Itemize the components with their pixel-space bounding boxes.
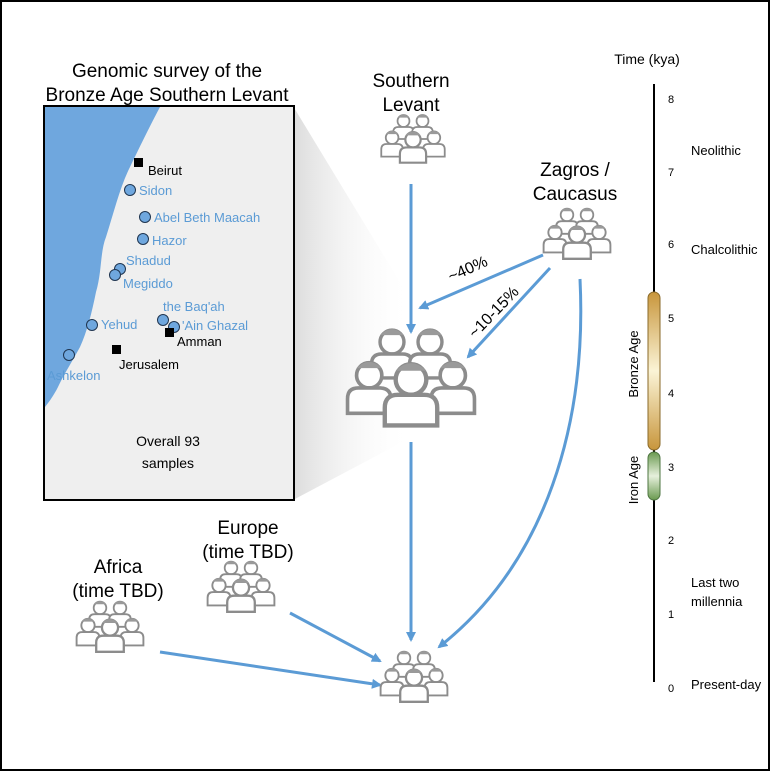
map-title-line1: Genomic survey of the <box>72 61 262 82</box>
timeline-title: Time (kya) <box>614 51 680 67</box>
zagros-people-icon <box>544 208 611 259</box>
tick-5: 5 <box>668 313 674 325</box>
site-label-hazor: Hazor <box>152 233 187 248</box>
africa-people-icon <box>77 601 144 652</box>
present-day-people-icon <box>381 651 448 702</box>
bronze-age-bar <box>647 291 661 451</box>
europe-label-line2: (time TBD) <box>202 542 293 563</box>
zagros-label-line2: Caucasus <box>533 184 618 205</box>
tick-6: 6 <box>668 239 674 251</box>
iron-age-label: Iron Age <box>626 456 641 504</box>
samples-line2: samples <box>142 455 194 471</box>
tick-1: 1 <box>668 609 674 621</box>
arrow-zagros-to-present <box>437 278 583 649</box>
period-neolithic: Neolithic <box>691 143 741 158</box>
period-chalcolithic: Chalcolithic <box>691 242 758 257</box>
europe-people-icon <box>208 561 275 612</box>
site-marker-abel-beth-maacah <box>139 211 151 223</box>
period-present-day: Present-day <box>691 677 762 692</box>
site-marker-sidon <box>124 184 136 196</box>
iron-age-bar <box>647 451 661 501</box>
period-last-two-line2: millennia <box>691 594 743 609</box>
gene-flow-arrows <box>159 184 583 689</box>
southern-levant-people-icon <box>381 115 444 163</box>
samples-line1: Overall 93 <box>136 433 200 449</box>
city-marker-amman <box>165 328 174 337</box>
tick-2: 2 <box>668 535 674 547</box>
site-label-abel-beth-maacah: Abel Beth Maacah <box>154 210 260 225</box>
site-label-shadud: Shadud <box>126 253 171 268</box>
site-label-jerusalem: Jerusalem <box>119 357 179 372</box>
period-last-two-line1: Last two <box>691 575 739 590</box>
site-label-ain-ghazal: 'Ain Ghazal <box>182 318 248 333</box>
europe-label-line1: Europe <box>217 518 278 539</box>
site-label-baqah: the Baq'ah <box>163 299 225 314</box>
map-title-line2: Bronze Age Southern Levant <box>46 85 290 106</box>
africa-label-line2: (time TBD) <box>72 581 163 602</box>
tick-0: 0 <box>668 683 674 695</box>
tick-8: 8 <box>668 94 674 106</box>
tick-3: 3 <box>668 462 674 474</box>
map-panel: Genomic survey of the Bronze Age Souther… <box>43 61 295 501</box>
timeline: Time (kya) Bronze Age Iron Age 8 7 6 5 4… <box>614 51 761 695</box>
site-marker-hazor <box>137 233 149 245</box>
southern-levant-label-line2: Levant <box>382 95 440 116</box>
zagros-label-line1: Zagros / <box>540 160 610 181</box>
site-marker-megiddo <box>109 269 121 281</box>
site-label-yehud: Yehud <box>101 317 137 332</box>
site-label-ashkelon: Ashkelon <box>47 368 100 383</box>
zoom-cone <box>293 106 412 500</box>
site-label-beirut: Beirut <box>148 163 182 178</box>
tick-4: 4 <box>668 388 674 400</box>
site-label-amman: Amman <box>177 334 222 349</box>
site-marker-baqah <box>157 314 169 326</box>
bronze-age-label: Bronze Age <box>626 330 641 397</box>
city-marker-beirut <box>134 158 143 167</box>
site-marker-ashkelon <box>63 349 75 361</box>
site-label-sidon: Sidon <box>139 183 172 198</box>
africa-label-line1: Africa <box>94 557 143 578</box>
arrow-europe-to-present <box>289 611 382 663</box>
sea <box>45 107 160 407</box>
arrow-zagros-40 <box>418 253 544 310</box>
city-marker-jerusalem <box>112 345 121 354</box>
arrow-zagros-10-15 <box>466 266 552 359</box>
tick-7: 7 <box>668 167 674 179</box>
southern-levant-label-line1: Southern <box>372 71 449 92</box>
admixture-label-10-15: ~10-15% <box>466 284 523 342</box>
site-label-megiddo: Megiddo <box>123 276 173 291</box>
site-marker-yehud <box>86 319 98 331</box>
arrow-africa-to-present <box>159 650 382 689</box>
